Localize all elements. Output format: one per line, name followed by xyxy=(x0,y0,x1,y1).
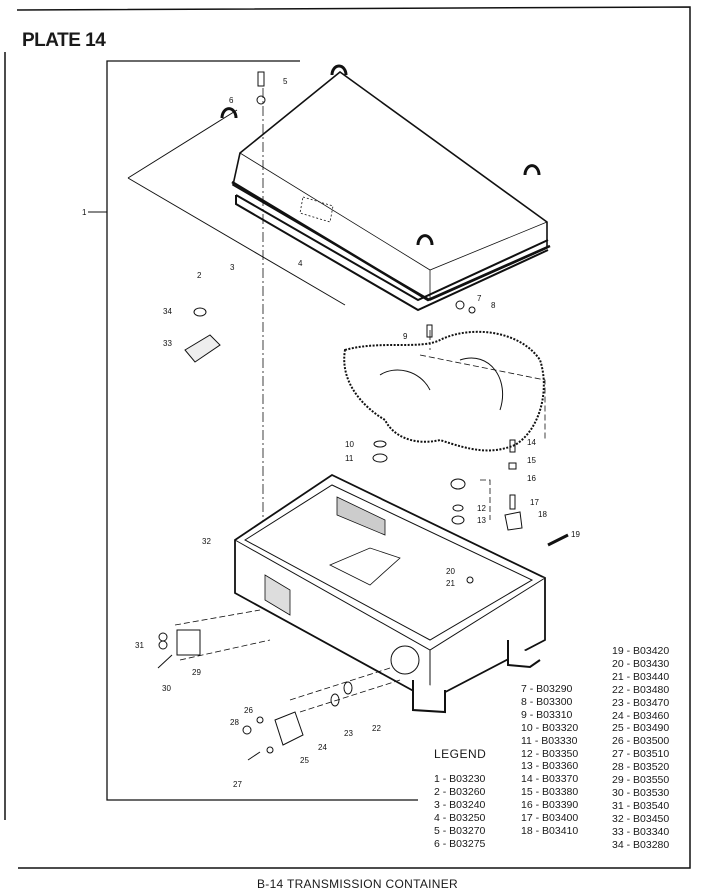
callout-26: 26 xyxy=(244,706,253,715)
callout-24: 24 xyxy=(318,743,327,752)
legend-item: 34 - B03280 xyxy=(612,838,670,851)
legend-item: 11 - B03330 xyxy=(521,734,578,747)
legend-item: 33 - B03340 xyxy=(612,825,670,838)
callout-20: 20 xyxy=(446,567,455,576)
legend-item: 29 - B03550 xyxy=(612,774,670,787)
callout-8: 8 xyxy=(491,301,496,310)
legend-title: LEGEND xyxy=(434,747,487,761)
assembly-bracket xyxy=(106,60,418,801)
legend-item: 16 - B03390 xyxy=(521,799,579,812)
legend-item: 30 - B03530 xyxy=(612,786,670,799)
legend-item: 22 - B03480 xyxy=(612,683,670,696)
page-frame xyxy=(16,6,691,869)
callout-numbers: 1 2 3 4 5 6 7 8 9 10 11 12 13 14 15 16 1… xyxy=(82,77,580,789)
callout-12: 12 xyxy=(477,504,486,513)
callout-32: 32 xyxy=(202,537,211,546)
callout-14: 14 xyxy=(527,438,536,447)
legend-item: 8 - B03300 xyxy=(521,695,573,708)
callout-17: 17 xyxy=(530,498,539,507)
callout-29: 29 xyxy=(192,668,201,677)
legend-item: 10 - B03320 xyxy=(521,721,579,734)
callout-23: 23 xyxy=(344,729,353,738)
callout-22: 22 xyxy=(372,724,381,733)
callout-27: 27 xyxy=(233,780,242,789)
callout-33: 33 xyxy=(163,339,172,348)
legend-item: 20 - B03430 xyxy=(612,657,670,670)
legend-item: 6 - B03275 xyxy=(434,837,486,850)
callout-13: 13 xyxy=(477,516,486,525)
legend-item: 5 - B03270 xyxy=(434,824,486,837)
legend-item: 25 - B03490 xyxy=(612,722,670,735)
legend-item: 15 - B03380 xyxy=(521,786,579,799)
legend-item: 13 - B03360 xyxy=(521,760,579,773)
legend-item: 21 - B03440 xyxy=(612,670,670,683)
legend-item: 4 - B03250 xyxy=(434,811,486,824)
callout-16: 16 xyxy=(527,474,536,483)
legend-item: 9 - B03310 xyxy=(521,708,573,721)
legend-item: 27 - B03510 xyxy=(612,748,670,761)
callout-1: 1 xyxy=(82,208,87,217)
legend-item: 3 - B03240 xyxy=(434,798,486,811)
legend-item: 18 - B03410 xyxy=(521,824,579,837)
plate-title: PLATE 14 xyxy=(22,30,106,51)
callout-28: 28 xyxy=(230,718,239,727)
legend-item: 14 - B03370 xyxy=(521,773,579,786)
legend-item: 7 - B03290 xyxy=(521,683,573,695)
lid xyxy=(127,64,551,306)
callout-11: 11 xyxy=(345,454,354,463)
container xyxy=(234,473,546,714)
callout-34: 34 xyxy=(163,307,172,316)
callout-25: 25 xyxy=(300,756,309,765)
callout-15: 15 xyxy=(527,456,536,465)
callout-4: 4 xyxy=(298,259,303,268)
figure-caption: B-14 TRANSMISSION CONTAINER xyxy=(256,877,459,891)
callout-7: 7 xyxy=(477,294,482,303)
gasket xyxy=(235,194,549,312)
legend-item: 19 - B03420 xyxy=(612,645,670,657)
transmission xyxy=(343,330,545,452)
legend-item: 23 - B03470 xyxy=(612,696,670,709)
callout-3: 3 xyxy=(230,263,235,272)
callout-31: 31 xyxy=(135,641,144,650)
callout-19: 19 xyxy=(571,530,580,539)
callout-10: 10 xyxy=(345,440,354,449)
callout-5: 5 xyxy=(283,77,288,86)
legend-item: 24 - B03460 xyxy=(612,709,670,722)
legend-item: 12 - B03350 xyxy=(521,747,579,760)
callout-2: 2 xyxy=(197,271,202,280)
callout-18: 18 xyxy=(538,510,547,519)
legend-item: 2 - B03260 xyxy=(434,785,486,798)
callout-6: 6 xyxy=(229,96,234,105)
legend-item: 1 - B03230 xyxy=(434,773,486,785)
callout-21: 21 xyxy=(446,579,455,588)
legend-item: 32 - B03450 xyxy=(612,812,670,825)
callout-30: 30 xyxy=(162,684,171,693)
legend-item: 17 - B03400 xyxy=(521,812,579,825)
legend-item: 31 - B03540 xyxy=(612,799,670,812)
legend-item: 26 - B03500 xyxy=(612,735,670,748)
callout-9: 9 xyxy=(403,332,408,341)
legend-item: 28 - B03520 xyxy=(612,761,670,774)
